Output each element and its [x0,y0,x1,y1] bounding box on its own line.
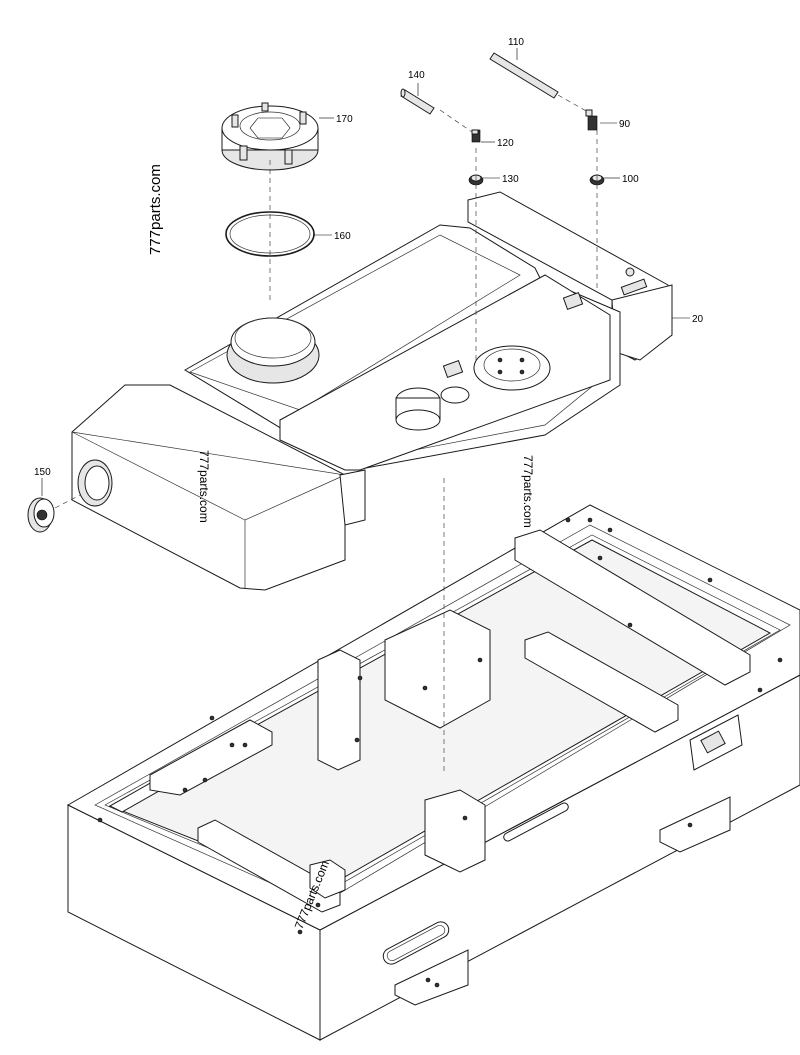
frame [66,504,800,1041]
elbow-90 [585,109,598,131]
callout-labels: 170 160 140 110 120 90 130 100 20 150 [34,37,704,478]
callout-120: 120 [497,138,514,149]
tube-140 [400,88,435,115]
callout-150: 150 [34,467,51,478]
callout-130: 130 [502,174,519,185]
tank-body [71,191,673,591]
assembly-lines [54,94,598,775]
callout-100: 100 [622,174,639,185]
elbow-120 [471,129,481,143]
watermark-3: 777parts.com [521,455,535,528]
tube-110 [489,52,559,99]
callout-160: 160 [334,231,351,242]
callout-90: 90 [619,119,631,130]
callout-20: 20 [692,314,704,325]
callout-110: 110 [508,37,524,48]
watermark-2: 777parts.com [197,450,211,523]
cap-170 [221,102,319,171]
plug-150 [27,497,55,533]
callout-leaders [41,48,690,496]
callout-170: 170 [336,114,353,125]
callout-140: 140 [408,70,425,81]
watermark-1: 777parts.com [147,164,164,255]
